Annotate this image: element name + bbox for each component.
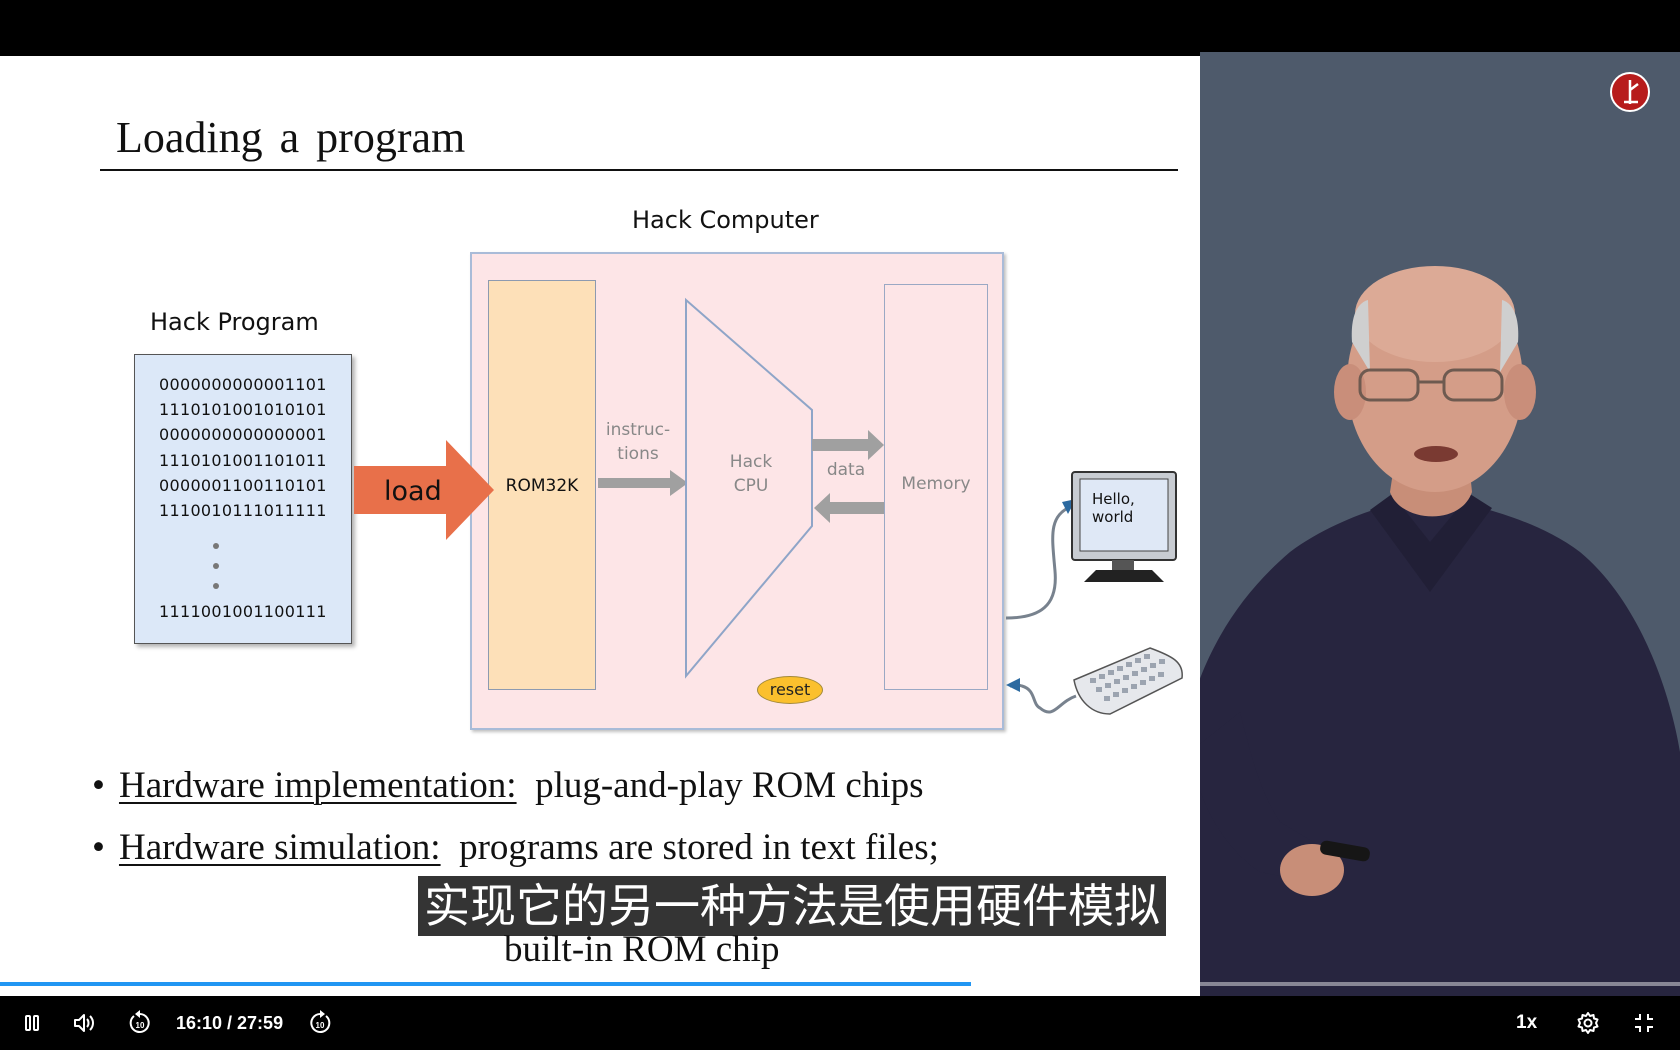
program-line: 1110010111011111 <box>159 501 327 520</box>
bullet-hardware-simulation: •Hardware simulation: programs are store… <box>92 827 939 868</box>
rom32k-label: ROM32K <box>505 476 579 496</box>
program-line: 1110101001101011 <box>159 451 327 470</box>
reset-button: reset <box>757 676 823 704</box>
program-line: 0000000000000001 <box>159 425 327 444</box>
instructions-label-line1: instruc- <box>605 420 671 440</box>
time-display: 16:10 / 27:59 <box>176 1013 284 1033</box>
pause-icon <box>25 1015 39 1031</box>
ellipsis-dot <box>213 543 219 549</box>
instructions-arrow-head <box>670 470 688 496</box>
presenter-figure <box>1200 266 1680 996</box>
exit-fullscreen-button[interactable] <box>1626 996 1662 1050</box>
top-black-bar <box>0 0 1680 56</box>
instructions-label-line2: tions <box>617 444 659 464</box>
video-viewport[interactable]: Loading a program Hack Computer Hack Pro… <box>0 52 1680 996</box>
memory-label: Memory <box>901 474 971 494</box>
program-line: 0000000000001101 <box>159 375 327 394</box>
cpu-label-line1: Hack <box>729 452 773 472</box>
forward-10-button[interactable]: 10 <box>302 996 338 1050</box>
pause-button[interactable] <box>14 996 50 1050</box>
program-line: 0000001100110101 <box>159 476 327 495</box>
forward-seconds: 10 <box>316 1021 325 1030</box>
settings-button[interactable] <box>1570 996 1606 1050</box>
bullet-term: Hardware implementation: <box>118 765 517 806</box>
monitor-screen <box>1079 478 1169 552</box>
settings-gear-icon <box>1577 1012 1599 1034</box>
slide-title: Loading a program <box>116 113 466 162</box>
rom32k-chip <box>488 280 596 690</box>
playback-speed-button[interactable]: 1x <box>1516 1012 1538 1033</box>
hack-program-box: 0000000000001101 1110101001010101 000000… <box>134 354 352 644</box>
forward-10-icon: 10 <box>310 1010 331 1033</box>
cpu-label-line2: CPU <box>733 476 769 496</box>
data-arrow-right-head <box>868 430 884 460</box>
instructions-arrow-shaft <box>598 478 672 488</box>
data-arrow-left-shaft <box>828 502 884 514</box>
volume-icon <box>74 1014 94 1032</box>
volume-button[interactable] <box>66 996 102 1050</box>
bullet-hardware-implementation: •Hardware implementation: plug-and-play … <box>92 765 924 806</box>
title-rule <box>100 169 1178 171</box>
monitor-cable <box>1005 504 1073 620</box>
ellipsis-dot <box>213 583 219 589</box>
ellipsis-dot <box>213 563 219 569</box>
memory-block <box>884 284 988 690</box>
rewind-10-button[interactable]: 10 <box>122 996 158 1050</box>
subtitle-caption: 实现它的另一种方法是使用硬件模拟 <box>418 876 1166 936</box>
diagram-graphics <box>354 297 1183 715</box>
hack-computer-label: Hack Computer <box>632 206 819 234</box>
program-line: 1110101001010101 <box>159 400 327 419</box>
player-controls: 10 16:10 / 27:59 10 1x <box>0 996 1680 1050</box>
progress-bar-fill <box>0 982 972 986</box>
channel-logo-icon <box>1610 72 1650 112</box>
exit-fullscreen-icon <box>1635 1014 1653 1032</box>
keyboard-cable-arrow <box>1006 678 1020 692</box>
lecture-slide: Loading a program Hack Computer Hack Pro… <box>0 56 1200 996</box>
rewind-10-icon: 10 <box>129 1010 150 1033</box>
cpu-trapezoid <box>685 297 813 679</box>
data-arrow-left-head <box>814 493 830 523</box>
monitor-text-line2: world <box>1092 508 1134 526</box>
hack-program-label: Hack Program <box>150 308 319 336</box>
monitor-neck <box>1112 560 1134 572</box>
bullet-term: Hardware simulation: <box>118 827 441 868</box>
monitor-text-line1: Hello, <box>1092 490 1135 508</box>
data-arrow-right-shaft <box>812 439 870 451</box>
load-label: load <box>384 476 442 507</box>
keyboard-icon <box>1073 647 1183 715</box>
data-label: data <box>826 460 866 480</box>
presenter-panel <box>1200 52 1680 996</box>
rewind-seconds: 10 <box>136 1021 145 1030</box>
load-arrow <box>354 440 494 540</box>
monitor-base <box>1084 570 1164 582</box>
bullet-text: plug-and-play ROM chips <box>535 765 924 806</box>
bullet-text: programs are stored in text files; <box>459 827 939 868</box>
program-line: 1111001001100111 <box>159 602 327 621</box>
